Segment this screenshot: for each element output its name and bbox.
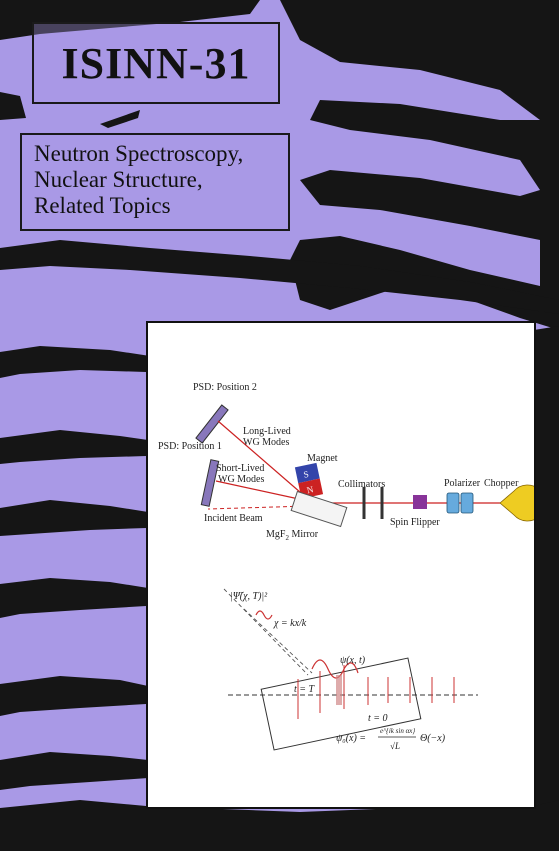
magnet-s-pole [294,462,320,484]
magnet-label: Magnet [307,453,338,464]
tilted-mirror-box [260,657,422,751]
chopper-label: Chopper [484,478,519,489]
experiment-setup-diagram: PSD: Position 2 PSD: Position 1 Long-Liv… [158,382,546,542]
incident-beam-label: Incident Beam [204,513,263,524]
psd1-label: PSD: Position 1 [158,441,222,452]
psd-position-1-detector [200,459,220,507]
psi0-rhs: Θ(−x) [420,733,446,744]
incoming-wavepacket [255,610,273,620]
psi0-numerator: e^{ik sin αx} [380,727,415,735]
title-box: ISINN-31 [32,22,280,104]
cover-title: ISINN-31 [61,38,251,88]
subtitle-line-2: Nuclear Structure, [34,167,203,192]
polarizer-left [446,492,460,514]
t-equals-T-label: t = T [294,684,316,695]
chi-definition: χ = kx/k [273,618,307,629]
long-lived-label-1: Long-Lived [243,426,291,437]
long-lived-beam [217,420,309,500]
wave-propagation-diagram: |Ψ̃(χ, T)|² χ = kx/k [223,588,478,751]
reflected-dashed-beam [207,505,309,510]
collimators-label: Collimators [338,479,385,490]
mgf2-mirror [290,490,348,528]
incident-direction-line-1 [223,588,309,676]
spin-flipper [413,495,427,509]
polarizer-label: Polarizer [444,478,481,489]
long-lived-label-2: WG Modes [243,437,289,448]
psi-label: ψ(x, t) [340,655,366,666]
spin-flipper-label: Spin Flipper [390,517,440,528]
chopper [499,484,546,522]
mirror-label: MgF2 Mirror [266,529,319,542]
short-lived-beam [215,480,309,502]
psi0-denominator: √L [390,741,400,751]
short-lived-label-1: Short-Lived [216,463,264,474]
incident-direction-line-2 [243,608,313,674]
wave-highlight [336,675,342,705]
wavepacket-label: |Ψ̃(χ, T)|² [230,591,268,602]
subtitle-line-1: Neutron Spectroscopy, [34,141,244,166]
psd-position-2-detector [195,404,229,444]
short-lived-label-2: WG Modes [218,474,264,485]
t-equals-0-label: t = 0 [368,713,388,724]
subtitle-line-3: Related Topics [34,193,171,218]
magnet-s-text: S [303,469,310,480]
psi0-lhs: ψ₀(x) = [336,733,366,744]
polarizer-right [460,492,474,514]
diagram-panel: PSD: Position 2 PSD: Position 1 Long-Liv… [146,321,546,809]
subtitle-box: Neutron Spectroscopy, Nuclear Structure,… [20,133,290,231]
magnet-n-text: N [306,484,315,495]
psd2-label: PSD: Position 2 [193,382,257,393]
